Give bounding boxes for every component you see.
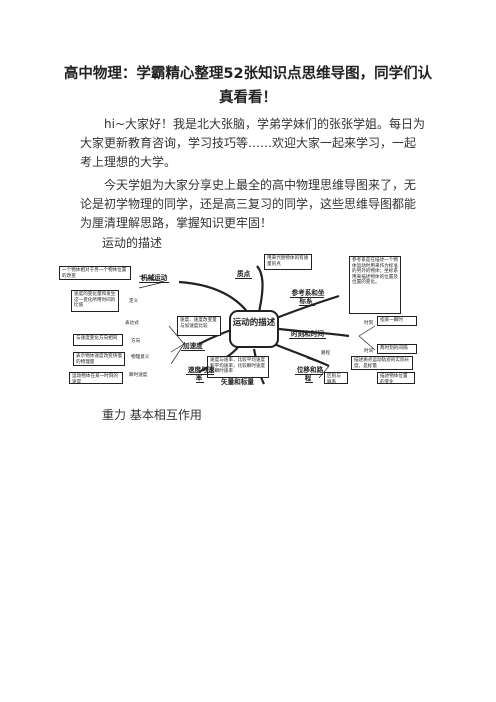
branch-shiliang: 矢量和标量 [219,378,256,386]
note-jiasudu: 速度、速度改变量与加速度比较 [177,316,221,336]
mindmap-connectors [138,265,376,385]
label-biaodashi: 表达式 [125,321,139,326]
label-shijian: 时间 [364,349,374,354]
label-shike: 时刻 [364,321,374,326]
note-sudu-center: 速度与速率，比较平均速度和平均速率，比较瞬时速度和瞬时速率 [207,356,269,378]
branch-zhidian: 质点 [235,270,253,279]
note-shunshi: 运动物体在某一时刻的速度 [69,372,123,385]
note-lucheng: 描述质点运动轨迹的实际长度，是标量 [351,356,413,370]
note-zhidian: 用来代替物体的有质量的点 [264,254,312,270]
branch-jixie: 机械运动 [139,274,170,283]
note-cankao: 参考系是在描述一个物体运动时用来作为标准的另外的物体；坐标系用来描述物体的位置及… [349,256,401,314]
intro-paragraph-2: 今天学姐为大家分享史上最全的高中物理思维导图来了，无论是初学物理的同学，还是高三… [80,176,426,233]
mindmap-image: 运动的描述 质点 用来代替物体的有质量的点 机械运动 一个物体相对于另一个物体位… [59,254,419,386]
note-shike: 指某一瞬时 [377,316,417,326]
intro-paragraph: hi~大家好！我是北大张脑，学弟学妹们的张张学姐。每日为大家更新教育咨询，学习技… [80,115,426,172]
note-wuli: 表示物体速度改变快慢的物理量 [73,352,125,366]
label-fangxiang: 方向 [131,339,141,344]
paragraph-1: hi~大家好！我是北大张脑，学弟学妹们的张张学姐。每日为大家更新教育咨询，学习技… [80,117,425,169]
label-shunshi: 瞬时速度 [129,373,148,378]
branch-sudu: 速度与速率 [185,366,215,383]
note-def: 速度的变化量和发生这一变化所用时间的比值 [71,290,119,312]
note-qubie: 区别与联系 [324,372,348,385]
branch-jiasudu: 加速度 [181,342,205,351]
note-weiyi-def: 描述物体位置的变化 [377,372,415,385]
note-fangxiang: 与速度变化方向相同 [73,334,123,346]
paragraph-2: 今天学姐为大家分享史上最全的高中物理思维导图来了，无论是初学物理的同学，还是高三… [80,178,417,230]
branch-weiyi: 位移和路程 [294,366,324,383]
branch-cankao: 参考系和坐标系 [289,289,325,306]
note-shijian: 两时刻的间隔 [377,344,417,354]
branch-shike: 时刻和时间 [289,330,326,339]
section-heading-motion: 运动的描述 [102,236,163,250]
article-title: 高中物理：学霸精心整理52张知识点思维导图，同学们认真看看！ [63,66,433,106]
label-lucheng: 路程 [321,351,331,356]
note-jixie: 一个物体相对于另一个物体位置的改变 [59,266,131,280]
mindmap-center: 运动的描述 [229,310,279,348]
label-dingyi: 定义 [129,299,139,304]
section-heading-gravity: 重力 基本相互作用 [102,408,202,422]
label-wuli: 物理意义 [131,355,150,360]
